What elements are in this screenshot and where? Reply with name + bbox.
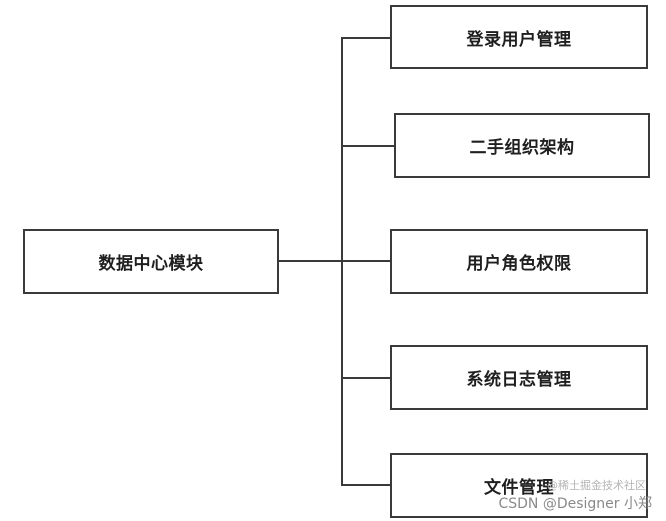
branch-line-4 xyxy=(341,377,391,379)
faint-watermark: @稀土掘金技术社区 xyxy=(547,479,646,492)
child-node-user-role-permissions: 用户角色权限 xyxy=(390,229,648,294)
root-node-label: 数据中心模块 xyxy=(98,254,204,274)
branch-line-2 xyxy=(341,145,395,147)
child-node-label: 二手组织架构 xyxy=(469,138,575,158)
child-node-label: 用户角色权限 xyxy=(466,254,572,274)
branch-line-5 xyxy=(341,484,391,486)
child-node-file-management: 文件管理 xyxy=(390,453,648,518)
root-connector-line xyxy=(278,260,342,262)
child-node-org-structure: 二手组织架构 xyxy=(394,113,650,178)
child-node-label: 系统日志管理 xyxy=(466,370,572,390)
csdn-watermark: CSDN @Designer 小郑 xyxy=(498,496,652,512)
child-node-label: 文件管理 xyxy=(484,478,554,498)
root-node: 数据中心模块 xyxy=(23,229,279,294)
child-node-login-user-management: 登录用户管理 xyxy=(390,5,648,69)
child-node-system-log-management: 系统日志管理 xyxy=(390,345,648,410)
branch-line-1 xyxy=(341,37,391,39)
branch-line-3 xyxy=(341,260,391,262)
child-node-label: 登录用户管理 xyxy=(466,29,572,50)
